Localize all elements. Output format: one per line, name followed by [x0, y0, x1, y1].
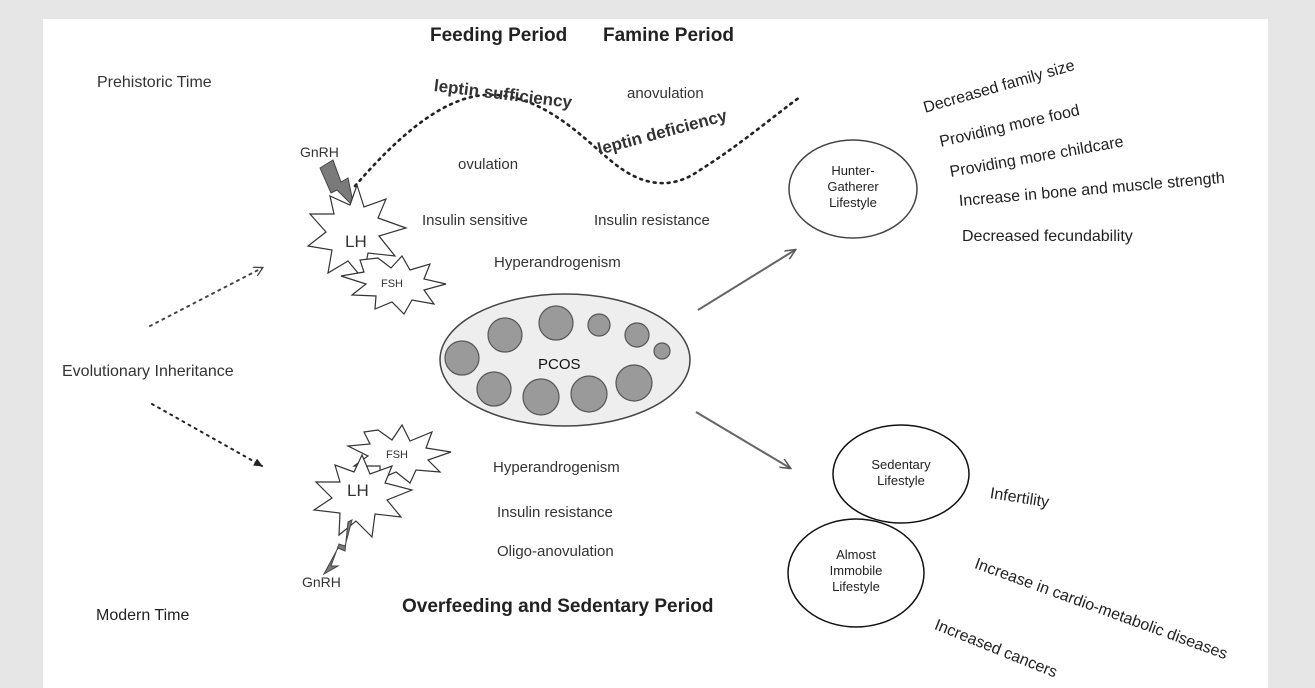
hyperandrogenism-label-lower: Hyperandrogenism — [493, 459, 620, 476]
evolutionary-inheritance-label: Evolutionary Inheritance — [62, 363, 234, 380]
insulin-resistance-label-lower: Insulin resistance — [497, 504, 613, 521]
overfeeding-period-header: Overfeeding and Sedentary Period — [402, 596, 714, 617]
pcos-label: PCOS — [538, 356, 581, 373]
anovulation-label: anovulation — [627, 85, 704, 102]
hunter-gatherer-text: Hunter- Gatherer Lifestyle — [827, 163, 879, 210]
sedentary-circle — [832, 424, 970, 524]
ovary-follicles — [444, 305, 671, 416]
modern-time-label: Modern Time — [96, 607, 190, 624]
outcome-decreased-fecundability: Decreased fecundability — [962, 228, 1133, 245]
lightning-bolt-icon — [319, 159, 355, 209]
gnrh-label-upper: GnRH — [300, 144, 339, 160]
hyperandrogenism-label-upper: Hyperandrogenism — [494, 254, 621, 271]
gnrh-label-lower: GnRH — [302, 574, 341, 590]
lh-burst-lower — [312, 453, 414, 539]
feeding-period-header: Feeding Period — [430, 25, 568, 46]
fsh-burst-lower — [345, 423, 452, 484]
arrow-to-hunter — [697, 250, 795, 311]
lightning-bolt-icon — [322, 519, 353, 576]
lh-burst-upper — [306, 183, 408, 281]
fsh-burst-upper — [340, 254, 447, 315]
lh-label-upper: LH — [345, 232, 367, 251]
immobile-circle — [787, 518, 925, 628]
dotted-arrow-up — [149, 268, 262, 327]
prehistoric-time-label: Prehistoric Time — [97, 74, 212, 91]
lh-label-lower: LH — [347, 481, 369, 500]
leptin-curve — [353, 93, 802, 188]
immobile-text: Almost Immobile Lifestyle — [829, 547, 883, 594]
ovulation-label: ovulation — [458, 156, 519, 173]
fsh-label-lower: FSH — [386, 449, 408, 461]
sedentary-text: Sedentary Lifestyle — [871, 457, 931, 488]
dotted-arrow-down — [151, 403, 263, 467]
famine-period-header: Famine Period — [603, 25, 734, 46]
hunter-gatherer-circle — [788, 139, 918, 239]
insulin-sensitive-label: Insulin sensitive — [422, 212, 528, 229]
arrow-to-sedentary — [695, 411, 790, 468]
fsh-label-upper: FSH — [381, 278, 403, 290]
oligo-anovulation-label: Oligo-anovulation — [497, 543, 614, 560]
insulin-resistance-label-upper: Insulin resistance — [594, 212, 710, 229]
